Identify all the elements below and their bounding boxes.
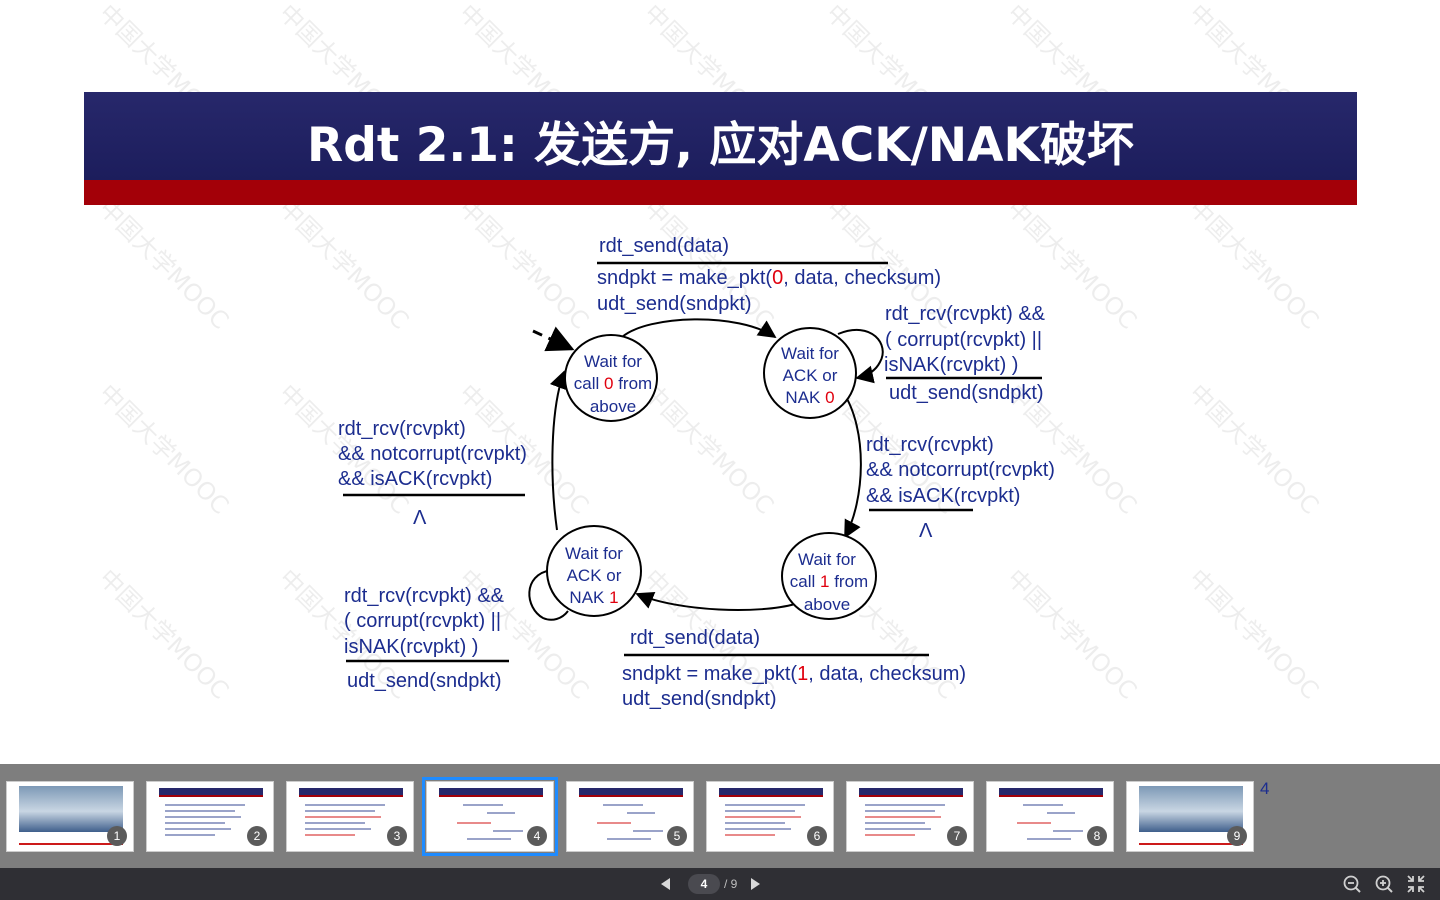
state-wait-ack0-line1: Wait for bbox=[781, 344, 839, 363]
zoom-in-button[interactable] bbox=[1373, 873, 1395, 895]
top-transition-action2: udt_send(sndpkt) bbox=[597, 293, 752, 315]
ack0-loop-event3: isNAK(rcvpkt) ) bbox=[884, 354, 1018, 376]
right-transition-event1: rdt_rcv(rcvpkt) bbox=[866, 434, 994, 456]
thumbnail-number: 5 bbox=[667, 826, 687, 846]
thumbnail-number: 8 bbox=[1087, 826, 1107, 846]
state-wait-ack0-line2: ACK or bbox=[783, 366, 838, 385]
total-pages-label: / 9 bbox=[724, 877, 738, 891]
state-wait-call1-line3: above bbox=[804, 595, 850, 614]
ack1-loop-event3: isNAK(rcvpkt) ) bbox=[344, 636, 478, 658]
top-transition-event: rdt_send(data) bbox=[599, 235, 729, 257]
left-transition-event3: && isACK(rcvpkt) bbox=[338, 468, 492, 490]
thumbnail-number: 1 bbox=[107, 826, 127, 846]
arrow-ack1-to-call0 bbox=[549, 370, 567, 531]
left-transition-action: Λ bbox=[413, 507, 427, 529]
thumbnail-number: 2 bbox=[247, 826, 267, 846]
left-transition-event1: rdt_rcv(rcvpkt) bbox=[338, 418, 466, 440]
slide-page-number-peek: 4 bbox=[1260, 779, 1270, 798]
slide-header-bar bbox=[84, 92, 1357, 180]
exit-fullscreen-button[interactable] bbox=[1405, 873, 1427, 895]
thumbnail-5[interactable]: 5 bbox=[566, 781, 694, 852]
exit-fullscreen-icon bbox=[1407, 875, 1425, 893]
thumbnail-number: 7 bbox=[947, 826, 967, 846]
slide-title: Rdt 2.1: 发送方, 应对ACK/NAK破坏 bbox=[307, 118, 1134, 173]
state-wait-ack1-circle bbox=[546, 525, 642, 617]
state-wait-call0-line1: Wait for bbox=[584, 352, 642, 371]
ack1-loop-event1: rdt_rcv(rcvpkt) && bbox=[344, 585, 505, 607]
thumbnail-4[interactable]: 4 bbox=[422, 777, 558, 856]
top-transition-action1: sndpkt = make_pkt(0, data, checksum) bbox=[597, 267, 941, 289]
bottom-transition-event: rdt_send(data) bbox=[630, 627, 760, 649]
thumbnail-1[interactable]: 1 bbox=[6, 781, 134, 852]
state-wait-ack0-line3: NAK 0 bbox=[785, 388, 834, 407]
state-wait-ack1-line2: ACK or bbox=[567, 566, 622, 585]
triangle-left-icon bbox=[661, 878, 670, 890]
state-wait-ack1-line3: NAK 1 bbox=[569, 588, 618, 607]
thumbnail-3[interactable]: 3 bbox=[286, 781, 414, 852]
bottom-transition-action1: sndpkt = make_pkt(1, data, checksum) bbox=[622, 663, 966, 685]
state-wait-ack0-circle bbox=[763, 327, 857, 419]
right-transition-action: Λ bbox=[919, 520, 933, 542]
arrow-call1-to-ack1 bbox=[635, 591, 796, 611]
initial-state-arrow bbox=[532, 326, 575, 352]
arrow-ack0-self-loop bbox=[837, 328, 884, 384]
state-wait-call1-line2: call 1 from bbox=[790, 572, 868, 591]
state-wait-call0-line3: above bbox=[590, 397, 636, 416]
state-wait-call0-line2: call 0 from bbox=[574, 374, 652, 393]
next-page-button[interactable] bbox=[744, 873, 766, 895]
zoom-out-button[interactable] bbox=[1341, 873, 1363, 895]
fsm-diagram: Wait for call 0 from above Wait for ACK … bbox=[338, 235, 1055, 710]
state-wait-ack1-line1: Wait for bbox=[565, 544, 623, 563]
thumbnail-number: 9 bbox=[1227, 826, 1247, 846]
right-transition-event2: && notcorrupt(rcvpkt) bbox=[866, 459, 1055, 481]
ack0-loop-action: udt_send(sndpkt) bbox=[889, 382, 1044, 404]
ack1-loop-event2: ( corrupt(rcvpkt) || bbox=[344, 610, 501, 632]
left-transition-event2: && notcorrupt(rcvpkt) bbox=[338, 443, 527, 465]
triangle-right-icon bbox=[751, 878, 760, 890]
prev-page-button[interactable] bbox=[655, 873, 677, 895]
ack0-loop-event1: rdt_rcv(rcvpkt) && bbox=[885, 303, 1046, 325]
state-wait-call1-circle bbox=[781, 532, 877, 620]
slide-header-red-stripe bbox=[84, 180, 1357, 205]
arrow-ack0-to-call1 bbox=[842, 391, 862, 539]
thumbnail-number: 6 bbox=[807, 826, 827, 846]
zoom-in-icon bbox=[1375, 875, 1393, 893]
ack0-loop-event2: ( corrupt(rcvpkt) || bbox=[885, 329, 1042, 351]
arrow-call0-to-ack0 bbox=[621, 318, 777, 339]
thumbnail-7[interactable]: 7 bbox=[846, 781, 974, 852]
ack1-loop-action: udt_send(sndpkt) bbox=[347, 670, 502, 692]
thumbnail-2[interactable]: 2 bbox=[146, 781, 274, 852]
thumbnail-9[interactable]: 9 bbox=[1126, 781, 1254, 852]
viewer-toolbar bbox=[0, 868, 1440, 900]
thumbnail-6[interactable]: 6 bbox=[706, 781, 834, 852]
arrow-ack1-self-loop bbox=[528, 569, 569, 621]
state-wait-call1-line1: Wait for bbox=[798, 550, 856, 569]
thumbnail-number: 4 bbox=[527, 826, 547, 846]
bottom-transition-action2: udt_send(sndpkt) bbox=[622, 688, 777, 710]
state-wait-call0-circle bbox=[564, 334, 658, 422]
thumbnail-number: 3 bbox=[387, 826, 407, 846]
thumbnail-8[interactable]: 8 bbox=[986, 781, 1114, 852]
zoom-out-icon bbox=[1343, 875, 1361, 893]
current-page-input[interactable]: 4 bbox=[688, 874, 720, 894]
right-transition-event3: && isACK(rcvpkt) bbox=[866, 485, 1020, 507]
